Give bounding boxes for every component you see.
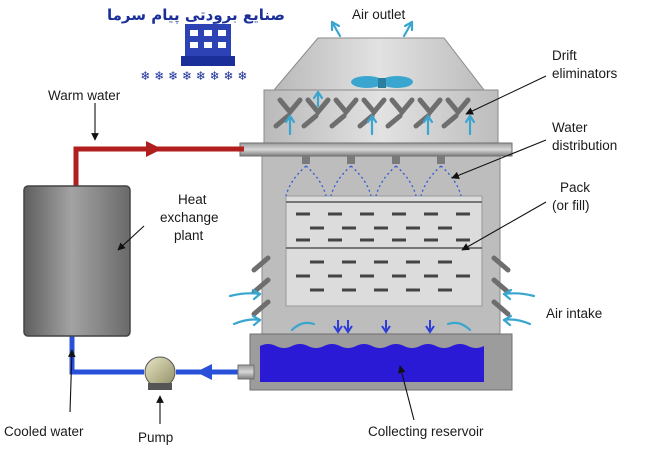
label-water-distribution-1: Water	[552, 120, 588, 135]
fill-media	[296, 212, 470, 292]
pump-icon	[144, 356, 176, 390]
fan-icon	[351, 76, 413, 88]
cooling-tower-logo-icon	[181, 24, 235, 66]
label-cooled-water: Cooled water	[4, 424, 84, 439]
air-flow-arrows	[228, 20, 536, 332]
distribution-pipe	[239, 142, 513, 157]
label-pack-2: (or fill)	[552, 198, 590, 213]
label-pump: Pump	[138, 430, 173, 445]
label-heat-exchange-1: Heat	[178, 192, 207, 207]
label-water-distribution-2: distribution	[552, 138, 617, 153]
falling-water-arrows	[333, 320, 435, 334]
label-warm-water: Warm water	[48, 88, 121, 103]
label-air-outlet: Air outlet	[352, 7, 406, 22]
warm-water-pipe	[73, 141, 244, 190]
company-logo: صنایع برودتی پیام سرما ❄ ❄ ❄ ❄ ❄ ❄ ❄ ❄	[107, 6, 285, 83]
logo-snowflakes: ❄ ❄ ❄ ❄ ❄ ❄ ❄ ❄	[140, 69, 247, 83]
logo-text: صنایع برودتی پیام سرما	[107, 6, 285, 25]
cooled-water-pipe	[69, 335, 255, 380]
label-drift-eliminators-2: eliminators	[552, 66, 618, 81]
label-heat-exchange-3: plant	[174, 228, 204, 243]
label-heat-exchange-2: exchange	[160, 210, 219, 225]
flow-arrow-icon	[146, 141, 162, 157]
flow-arrow-icon	[196, 364, 212, 380]
label-pack-1: Pack	[560, 180, 590, 195]
upper-casing	[263, 89, 499, 147]
reservoir-water	[260, 344, 484, 382]
label-drift-eliminators-1: Drift	[552, 48, 577, 63]
spray-nozzles	[302, 156, 445, 164]
label-collecting-reservoir: Collecting reservoir	[368, 424, 484, 439]
drift-eliminator-chevrons	[273, 97, 471, 129]
fill-pack	[285, 195, 483, 307]
cooling-tower	[239, 37, 513, 391]
callout-lines	[67, 75, 547, 424]
label-air-intake: Air intake	[546, 306, 602, 321]
air-inlet-louvers	[251, 255, 511, 317]
heat-exchanger-box	[23, 185, 131, 337]
